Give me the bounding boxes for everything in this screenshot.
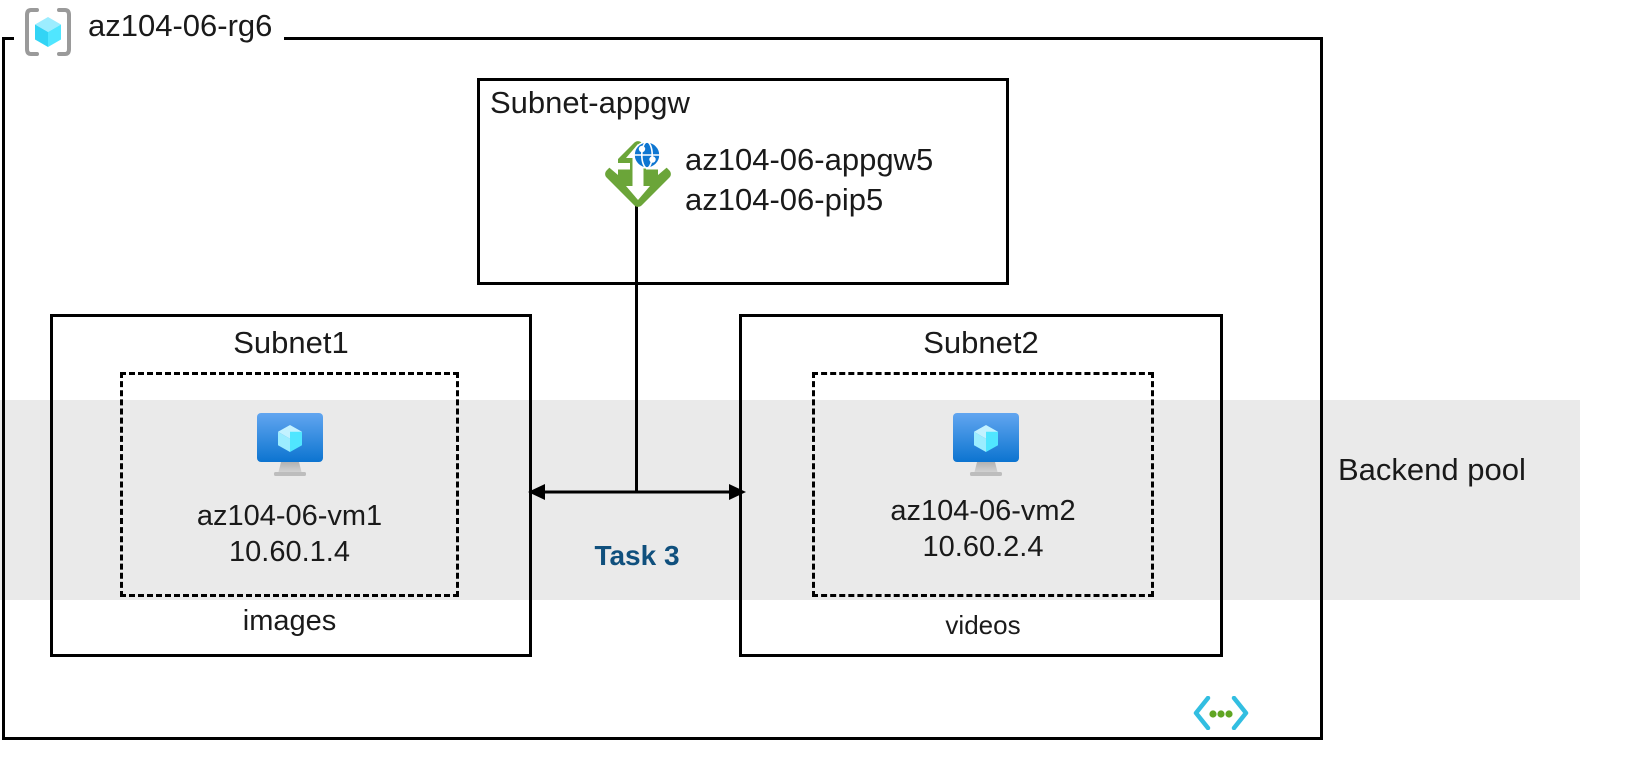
subnet-appgw-title: Subnet-appgw — [490, 85, 690, 120]
subnet2-vm-name: az104-06-vm2 — [890, 495, 1076, 527]
backend-pool-label: Backend pool — [1338, 452, 1526, 487]
subnet2-vm-labels: az104-06-vm2 10.60.2.4 — [812, 493, 1154, 565]
appgw-name-label: az104-06-appgw5 — [685, 142, 934, 177]
subnet1-vm-name: az104-06-vm1 — [196, 500, 383, 532]
appgw-pip-label: az104-06-pip5 — [685, 182, 884, 217]
resource-group-cube-icon — [22, 6, 74, 58]
appgw-resource-labels: az104-06-appgw5 az104-06-pip5 — [685, 140, 933, 220]
resource-group-name-label: az104-06-rg6 — [88, 8, 273, 43]
appgw-connector-line — [635, 195, 638, 492]
subnet-appgw-box — [477, 78, 1009, 285]
application-gateway-icon — [600, 136, 676, 212]
subnet1-box — [50, 314, 532, 657]
subnet-to-subnet-arrow — [528, 470, 746, 514]
subnet1-storage-label: images — [242, 605, 337, 637]
subnet1-vm-labels: az104-06-vm1 10.60.1.4 — [120, 498, 459, 570]
subnet2-vm-ip: 10.60.2.4 — [922, 531, 1044, 563]
virtual-machine-icon — [252, 408, 328, 480]
code-brackets-icon — [1193, 695, 1249, 731]
virtual-machine-icon — [948, 408, 1024, 480]
subnet2-box — [739, 314, 1223, 657]
subnet1-title: Subnet1 — [233, 325, 349, 360]
subnet2-storage-label: videos — [945, 610, 1021, 640]
resource-group-box — [2, 37, 1323, 740]
task-3-label: Task 3 — [594, 540, 680, 571]
subnet1-vm-ip: 10.60.1.4 — [229, 536, 350, 568]
subnet2-title: Subnet2 — [923, 325, 1039, 360]
subnet1-vm-dashed-container — [120, 372, 459, 597]
subnet2-vm-dashed-container — [812, 372, 1154, 597]
